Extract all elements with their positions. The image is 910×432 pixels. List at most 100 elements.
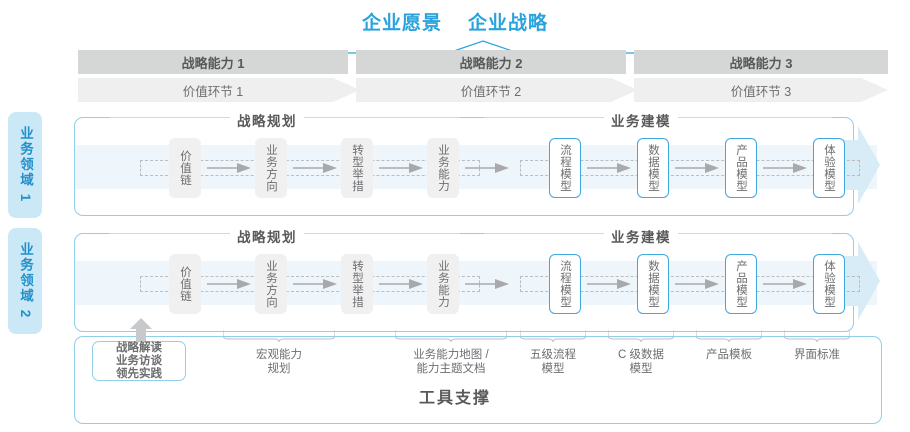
row-2-step-value-chain-label: 价值链 — [179, 266, 191, 302]
row-2-arrow-6 — [675, 279, 719, 289]
tool-label-capability-map-line1: 业务能力地图 / — [413, 349, 489, 361]
sidebar-domain-1[interactable]: 业务领域 1 — [8, 112, 42, 218]
tool-note-up-arrow — [130, 318, 152, 346]
row-1-step-product-model-label: 产品模型 — [735, 144, 747, 192]
row-1-step-experience-model[interactable]: 体验模型 — [813, 138, 845, 198]
row-2-step-process-model[interactable]: 流程模型 — [549, 254, 581, 314]
capability-cell-2[interactable]: 战略能力 2 — [356, 50, 626, 74]
row-2-arrow-7 — [763, 279, 807, 289]
capability-cell-1[interactable]: 战略能力 1 — [78, 50, 348, 74]
row-2-step-transformation-label: 转型举措 — [351, 260, 363, 308]
row-2-step-business-capability[interactable]: 业务能力 — [427, 254, 459, 314]
row-1-step-business-direction[interactable]: 业务方向 — [255, 138, 287, 198]
row-1-arrow-head — [842, 126, 880, 204]
tool-note-line-2: 业务访谈 — [116, 354, 162, 367]
value-cell-1[interactable]: 价值环节 1 — [182, 84, 244, 99]
brace-data-model — [608, 330, 674, 342]
tool-label-macro-capability-line1: 宏观能力 — [256, 349, 302, 361]
row-2-step-value-chain[interactable]: 价值链 — [169, 254, 201, 314]
row-1-modeling-title: 业务建模 — [604, 110, 678, 130]
sidebar-domain-2[interactable]: 业务领域 2 — [8, 228, 42, 334]
tool-label-ui-standard: 界面标准 — [777, 348, 857, 362]
row-1-step-process-model[interactable]: 流程模型 — [549, 138, 581, 198]
value-chevron-shapes — [78, 78, 888, 102]
brace-ui-standard — [784, 330, 850, 342]
tool-label-data-model: C 级数据 模型 — [601, 348, 681, 376]
tool-label-macro-capability: 宏观能力 规划 — [219, 348, 339, 376]
row-1-arrow-7 — [763, 163, 807, 173]
capability-cell-3[interactable]: 战略能力 3 — [634, 50, 888, 74]
value-cell-3[interactable]: 价值环节 3 — [730, 84, 792, 99]
value-cell-2[interactable]: 价值环节 2 — [460, 84, 522, 99]
row-2-planning-title: 战略规划 — [230, 226, 304, 246]
brace-macro-capability — [223, 330, 335, 342]
tool-label-capability-map-line2: 能力主题文档 — [416, 363, 486, 375]
row-2-step-data-model-label: 数据模型 — [647, 260, 659, 308]
tool-label-capability-map: 业务能力地图 / 能力主题文档 — [391, 348, 511, 376]
row-1-arrow-4 — [465, 163, 509, 173]
tool-label-ui-standard-line1: 界面标准 — [794, 349, 840, 361]
row-2-step-product-model[interactable]: 产品模型 — [725, 254, 757, 314]
row-1-arrow-6 — [675, 163, 719, 173]
tool-label-product-template-line1: 产品模板 — [706, 349, 752, 361]
row-2-step-experience-model[interactable]: 体验模型 — [813, 254, 845, 314]
tool-label-process-model-line1: 五级流程 — [530, 349, 576, 361]
tool-label-macro-capability-line2: 规划 — [267, 363, 291, 375]
row-2-track-right — [520, 276, 860, 292]
row-2-step-business-direction[interactable]: 业务方向 — [255, 254, 287, 314]
row-2-arrow-4 — [465, 279, 509, 289]
row-1-step-value-chain-label: 价值链 — [179, 150, 191, 186]
row-2-arrow-2 — [293, 279, 337, 289]
row-1-step-data-model-label: 数据模型 — [647, 144, 659, 192]
tool-label-process-model-line2: 模型 — [541, 363, 565, 375]
enterprise-strategy-title: 企业战略 — [468, 12, 549, 34]
row-2-step-data-model[interactable]: 数据模型 — [637, 254, 669, 314]
vision-header: 企业愿景 企业战略 — [0, 6, 910, 36]
brace-process-model — [520, 330, 586, 342]
value-chain-band: 价值环节 1 价值环节 2 价值环节 3 — [78, 78, 888, 102]
row-2-step-business-capability-label: 业务能力 — [437, 260, 449, 308]
strategic-capability-band: 战略能力 1 战略能力 2 战略能力 3 — [78, 50, 888, 74]
row-2-arrow-head — [842, 242, 880, 320]
tool-support-container — [74, 336, 882, 424]
tool-label-data-model-line2: 模型 — [629, 363, 653, 375]
tool-note-line-1: 战略解读 — [116, 341, 162, 354]
tool-label-product-template: 产品模板 — [689, 348, 769, 362]
row-1-step-business-capability[interactable]: 业务能力 — [427, 138, 459, 198]
tool-label-data-model-line1: C 级数据 — [618, 349, 664, 361]
row-1-step-transformation[interactable]: 转型举措 — [341, 138, 373, 198]
row-2-step-transformation[interactable]: 转型举措 — [341, 254, 373, 314]
row-1-step-process-model-label: 流程模型 — [559, 144, 571, 192]
row-2-step-experience-model-label: 体验模型 — [823, 260, 835, 308]
row-1-step-business-capability-label: 业务能力 — [437, 144, 449, 192]
row-1-arrow-5 — [587, 163, 631, 173]
row-1-step-transformation-label: 转型举措 — [351, 144, 363, 192]
row-1-track-right — [520, 160, 860, 176]
domain-2-label: 业务领域 2 — [18, 242, 33, 320]
domain-row-1: 战略规划 业务建模 价值链 业务方向 转型举措 业务能力 流程模型 数据模型 产… — [52, 110, 880, 218]
row-1-arrow-1 — [207, 163, 251, 173]
row-1-step-data-model[interactable]: 数据模型 — [637, 138, 669, 198]
row-1-step-experience-model-label: 体验模型 — [823, 144, 835, 192]
row-2-arrow-1 — [207, 279, 251, 289]
row-2-arrow-5 — [587, 279, 631, 289]
row-1-arrow-2 — [293, 163, 337, 173]
tool-label-process-model: 五级流程 模型 — [513, 348, 593, 376]
row-2-arrow-3 — [379, 279, 423, 289]
row-1-arrow-3 — [379, 163, 423, 173]
row-2-modeling-title: 业务建模 — [604, 226, 678, 246]
row-1-planning-title: 战略规划 — [230, 110, 304, 130]
domain-row-2: 战略规划 业务建模 价值链 业务方向 转型举措 业务能力 流程模型 数据模型 产… — [52, 226, 880, 334]
row-2-step-business-direction-label: 业务方向 — [265, 260, 277, 308]
row-1-step-value-chain[interactable]: 价值链 — [169, 138, 201, 198]
row-1-step-business-direction-label: 业务方向 — [265, 144, 277, 192]
row-1-step-product-model[interactable]: 产品模型 — [725, 138, 757, 198]
row-2-step-product-model-label: 产品模型 — [735, 260, 747, 308]
tool-support-title: 工具支撑 — [418, 390, 491, 407]
domain-1-label: 业务领域 1 — [18, 126, 33, 204]
tool-note-strategy-interpretation[interactable]: 战略解读 业务访谈 领先实践 — [92, 341, 186, 381]
tool-note-line-3: 领先实践 — [116, 367, 162, 380]
brace-capability-map — [395, 330, 507, 342]
brace-product-template — [696, 330, 762, 342]
